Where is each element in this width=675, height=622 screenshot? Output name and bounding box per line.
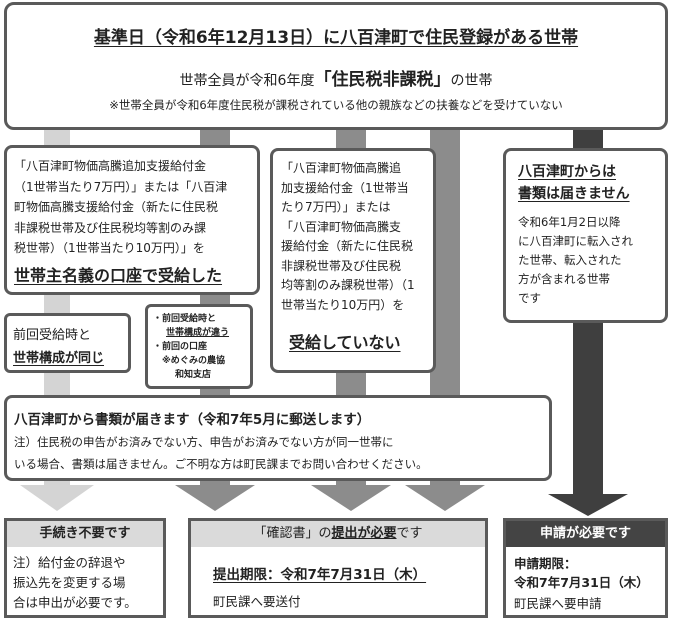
no-procedure-line: 振込先を変更する場 [13,575,126,590]
same-household-line1: 前回受給時と [13,328,92,343]
not-received-box: 「八百津町物価高騰追 加支援給付金（1世帯当 たり7万円）」または 「八百津町物… [270,148,436,373]
criteria-line: 世帯全員が令和6年度「住民税非課税」の世帯 [7,65,665,90]
no-docs-line: 方が含まれる世帯 [518,272,610,286]
documents-mailed-note1: 注）住民税の申告がお済みでない方、申告がお済みでない方が同一世帯に [14,435,394,449]
documents-mailed-box: 八百津町から書類が届きます（令和7年5月に郵送します） 注）住民税の申告がお済み… [4,395,552,481]
not-received-line: 非課税世帯及び住民税 [281,258,402,273]
no-docs-line: です [518,291,541,305]
confirmation-header-b: 提出が必要 [331,526,397,541]
received-line: 税世帯）（1世帯当たり10万円）」を [14,241,205,255]
no-documents-title1: 八百津町からは [518,164,616,180]
not-received-line: 均等割のみ課税世帯）（1 [281,278,415,292]
documents-mailed-title: 八百津町から書類が届きます（令和7年5月に郵送します） [14,412,371,428]
diff-item2b: ※めぐみの農協 [162,356,226,366]
criteria-line-suffix: の世帯 [450,73,493,89]
result-confirmation-required: 「確認書」の提出が必要です 提出期限：令和7年7月31日（木） 町民課へ要送付 [188,518,488,618]
not-received-lines: 「八百津町物価高騰追 加支援給付金（1世帯当 たり7万円）」または 「八百津町物… [281,159,415,315]
not-received-line: 加支援給付金（1世帯当 [281,180,409,195]
documents-mailed-note2: いる場合、書類は届きません。ご不明な方は町民課までお問い合わせください。 [14,457,428,471]
confirmation-header-c: です [396,526,423,541]
different-household-items: ・前回受給時と 世帯構成が違う ・前回の口座 ※めぐみの農協 和知支店 [153,312,229,382]
no-procedure-lines: 注）給付金の辞退や 振込先を変更する場 合は申出が必要です。 [13,553,137,613]
criteria-line-prefix: 世帯全員が令和6年度 [179,73,315,89]
received-line: （1世帯当たり7万円）」または「八百津 [14,179,228,194]
confirmation-header-a: 「確認書」の [253,526,332,541]
not-received-emphasis: 受給していない [289,333,401,352]
criteria-note: ※世帯全員が令和6年度住民税が課税されている他の親族などの扶養などを受けていない [109,98,563,112]
application-apply: 町民課へ要申請 [514,596,602,611]
same-household-box: 前回受給時と 世帯構成が同じ [4,313,131,373]
received-line: 「八百津町物価高騰追加支援給付金 [14,159,207,173]
application-deadline1: 申請期限： [514,556,577,571]
not-received-line: たり7万円）」または [281,200,391,214]
diff-item2a: ・前回の口座 [153,342,208,352]
application-deadline2: 令和7年7月31日（木） [514,575,649,590]
received-line: 町物価高騰支援給付金（新たに住民税 [14,200,219,214]
diff-item1a: ・前回受給時と [153,314,217,324]
no-procedure-line: 注）給付金の辞退や [13,555,126,570]
not-received-line: 「八百津町物価高騰支 [281,219,402,234]
received-benefit-lines: 「八百津町物価高騰追加支援給付金 （1世帯当たり7万円）」または「八百津 町物価… [14,156,227,259]
no-documents-box: 八百津町からは 書類は届きません 令和6年1月2日以降 に八百津町に転入され た… [503,148,668,323]
different-household-box: ・前回受給時と 世帯構成が違う ・前回の口座 ※めぐみの農協 和知支店 [145,304,253,389]
no-procedure-line: 合は申出が必要です。 [13,595,137,610]
result-application-required: 申請が必要です 申請期限： 令和7年7月31日（木） 町民課へ要申請 [503,518,668,618]
received-benefit-box: 「八百津町物価高騰追加支援給付金 （1世帯当たり7万円）」または「八百津 町物価… [4,145,260,295]
no-documents-title2: 書類は届きません [518,186,630,202]
application-header: 申請が必要です [506,521,665,547]
eligibility-criteria-box: 基準日（令和6年12月13日）に八百津町で住民登録がある世帯 世帯全員が令和6年… [4,2,668,130]
not-received-line: 世帯当たり10万円）を [281,297,405,312]
no-procedure-header: 手続き不要です [7,521,163,547]
confirmation-deadline: 提出期限：令和7年7月31日（木） [213,567,427,583]
diff-item1b: 世帯構成が違う [166,328,230,338]
received-line: 非課税世帯及び住民税均等割のみ課 [14,220,207,235]
result-no-procedure: 手続き不要です 注）給付金の辞退や 振込先を変更する場 合は申出が必要です。 [4,518,166,618]
criteria-title: 基準日（令和6年12月13日）に八百津町で住民登録がある世帯 [93,28,579,48]
not-received-line: 援給付金（新たに住民税 [281,239,414,253]
confirmation-header: 「確認書」の提出が必要です [191,521,485,547]
no-docs-line: に八百津町に転入され [518,234,633,248]
no-documents-lines: 令和6年1月2日以降 に八百津町に転入され た世帯、転入された 方が含まれる世帯… [518,213,633,308]
not-received-line: 「八百津町物価高騰追 [281,161,402,175]
no-docs-line: 令和6年1月2日以降 [518,215,621,229]
same-household-line2: 世帯構成が同じ [13,351,105,366]
confirmation-send: 町民課へ要送付 [213,594,301,609]
received-benefit-emphasis: 世帯主名義の口座で受給した [14,266,223,285]
no-docs-line: た世帯、転入された [518,253,622,267]
diff-item2c: 和知支店 [175,370,212,380]
criteria-line-emphasis: 「住民税非課税」 [314,70,451,90]
